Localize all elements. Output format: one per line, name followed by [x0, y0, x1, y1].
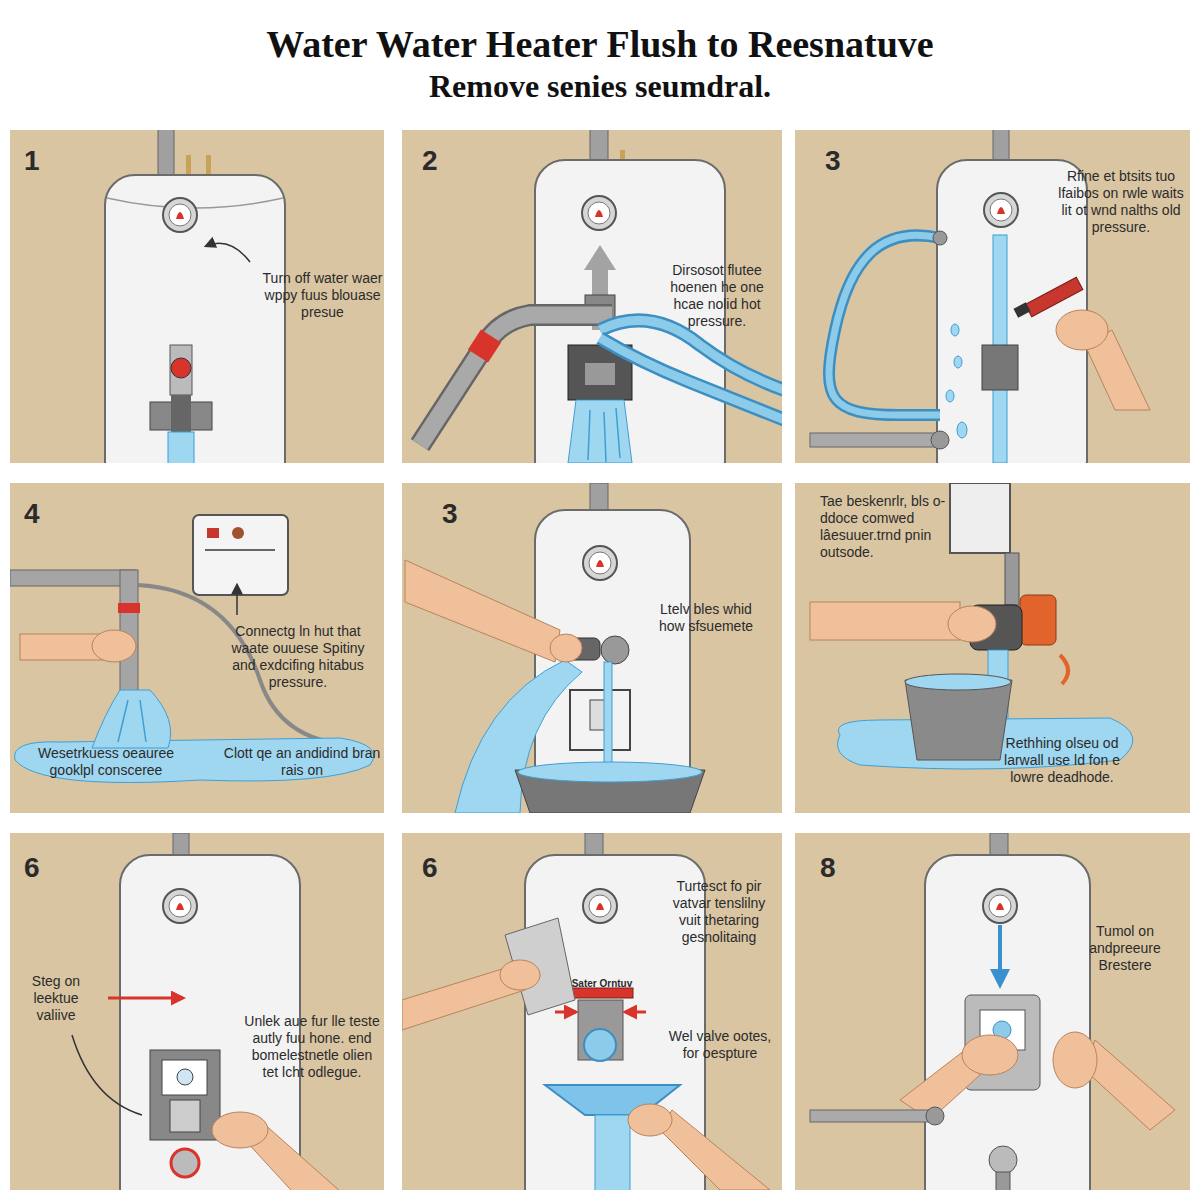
step-panel: 2Dirsosot flutee hoenen he one hcae noli…	[402, 130, 782, 463]
step-instruction: Unlek aue fur lle teste autly fuu hone. …	[242, 1013, 382, 1081]
step-number: 6	[24, 851, 64, 885]
step-number: 3	[442, 497, 482, 531]
step-instruction: Turn off water waer wppy fuus blouase pr…	[260, 270, 385, 321]
step-panel: 8Tumol on andpreeure Brestere	[795, 833, 1190, 1190]
diagram-title: Water Water Heater Flush to Reesnatuve	[0, 22, 1200, 66]
step-panel: Tae beskenrlr, bls o-ddoce comwed lâesuu…	[795, 483, 1190, 813]
step-number: 8	[820, 851, 860, 885]
step-instruction: Rethhing olseu od larwall use ld fon e l…	[987, 735, 1137, 786]
step-panel: 6Turtesct fo pir vatvar tenslilny vuit t…	[402, 833, 782, 1190]
step-instruction: Turtesct fo pir vatvar tenslilny vuit th…	[660, 878, 778, 946]
step-panel: 3Rfine et btsits tuo lfaibos on rwle wai…	[795, 130, 1190, 463]
step-instruction: Clott qe an andidind bran rais on	[222, 745, 382, 779]
step-number: 4	[24, 497, 64, 531]
step-panel: 6Steg on leektue valiiveUnlek aue fur ll…	[10, 833, 384, 1190]
step-instruction: Steg on leektue valiive	[14, 973, 98, 1024]
step-instruction: Wesetrkuess oeauree gooklpl consceree	[16, 745, 196, 779]
step-instruction: Connectg ln hut that waate ouuese Spitin…	[218, 623, 378, 691]
valve-label: Sater Orntuv	[562, 978, 642, 990]
step-instruction: Dirsosot flutee hoenen he one hcae nolid…	[657, 262, 777, 330]
step-panel: 1Turn off water waer wppy fuus blouase p…	[10, 130, 384, 463]
step-number: 6	[422, 851, 462, 885]
step-panel: 4Connectg ln hut that waate ouuese Spiti…	[10, 483, 384, 813]
step-number: 1	[24, 144, 64, 178]
step-instruction: Tae beskenrlr, bls o-ddoce comwed lâesuu…	[820, 493, 948, 561]
diagram-subtitle: Remove senies seumdral.	[0, 68, 1200, 105]
step-instruction: Ltelv bles whid how sfsuemete	[650, 601, 762, 635]
step-instruction: Wel valve ootes, for oespture	[664, 1028, 776, 1062]
step-instruction: Tumol on andpreeure Brestere	[1065, 923, 1185, 974]
step-instruction: Rfine et btsits tuo lfaibos on rwle wait…	[1057, 168, 1185, 236]
step-number: 3	[825, 144, 865, 178]
step-panel: 3Ltelv bles whid how sfsuemete	[402, 483, 782, 813]
step-number: 2	[422, 144, 462, 178]
